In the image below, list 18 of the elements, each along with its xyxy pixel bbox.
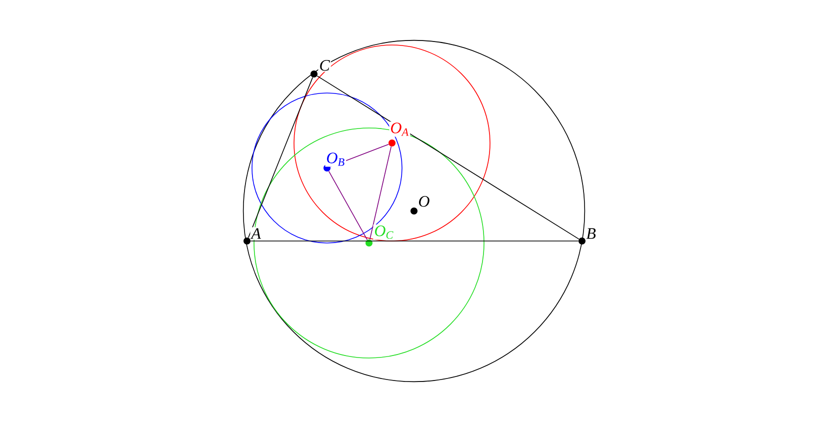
point-label: B bbox=[585, 227, 597, 240]
point-label: C bbox=[318, 59, 331, 72]
point-label: O$_{A}$ bbox=[389, 122, 410, 137]
line-segment bbox=[316, 76, 580, 240]
point bbox=[366, 239, 372, 246]
point bbox=[578, 237, 586, 244]
line-segment bbox=[328, 170, 368, 240]
point bbox=[388, 140, 396, 146]
line-segment bbox=[369, 146, 392, 240]
point-label: O bbox=[417, 195, 431, 208]
point bbox=[244, 237, 250, 244]
point-label: A bbox=[250, 227, 262, 240]
point-label: O$_{C}$ bbox=[373, 224, 395, 240]
point-label: O$_{B}$ bbox=[325, 152, 346, 167]
line-segment bbox=[250, 240, 579, 242]
point bbox=[410, 208, 418, 214]
point bbox=[310, 70, 318, 78]
line-segment bbox=[248, 77, 314, 238]
